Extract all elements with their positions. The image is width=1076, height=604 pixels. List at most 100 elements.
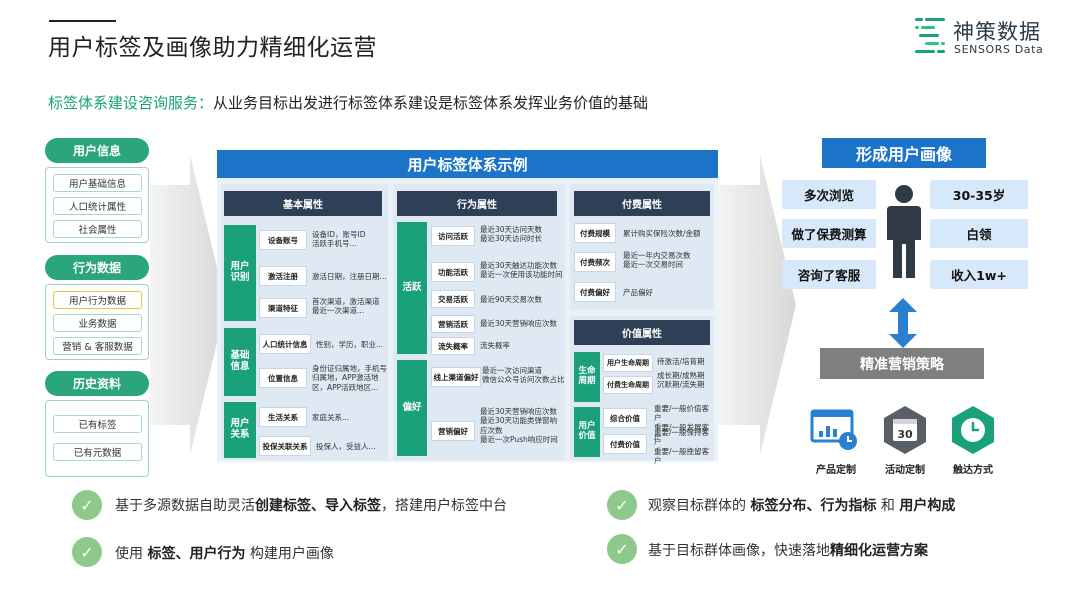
- tag-desc: 最近30天触达功能次数 最近一次使用该功能时间: [480, 261, 563, 280]
- tag-chip: 激活注册: [259, 266, 307, 286]
- tag-chip: 人口统计信息: [259, 334, 311, 354]
- tag-chip: 付费频次: [574, 252, 616, 272]
- attribute-tag: 收入1w+: [930, 260, 1028, 289]
- strategy-box: 精准营销策略: [820, 348, 984, 379]
- tag-system-title: 用户标签体系示例: [217, 150, 718, 178]
- source-item: 业务数据: [53, 314, 142, 332]
- tag-chip: 付费价值: [603, 434, 647, 454]
- attribute-tag: 30-35岁: [930, 180, 1028, 209]
- panel-behavior-title: 行为属性: [397, 191, 557, 216]
- panel-behavior: 行为属性 活跃 访问活跃 最近30天访问天数 最近30天访问时长 功能活跃 最近…: [393, 184, 565, 460]
- group-label: 用户 关系: [224, 402, 256, 458]
- flow-arrow-right: [716, 155, 796, 455]
- tag-desc: 重要/一般保持客户 重要/一般挽留客户: [654, 428, 710, 466]
- calendar-badge: 30: [897, 428, 913, 441]
- bullet-text: 观察目标群体的 标签分布、行为指标 和 用户构成: [648, 498, 956, 514]
- tag-chip: 设备账号: [259, 230, 307, 250]
- tag-chip: 生活关系: [259, 407, 307, 427]
- source-title-behavior: 行为数据: [45, 255, 149, 280]
- source-item: 用户行为数据: [53, 291, 142, 309]
- source-item: 已有标签: [53, 415, 142, 433]
- tag-desc: 重要/一般价值客户 重要/一般发展客户: [654, 404, 710, 442]
- source-item: 已有元数据: [53, 443, 142, 461]
- source-item: 人口统计属性: [53, 197, 142, 215]
- behavior-tag: 咨询了客服: [782, 260, 876, 289]
- check-icon: ✓: [72, 537, 102, 567]
- source-title-history: 历史资料: [45, 371, 149, 396]
- tag-desc: 最近30天营销响应次数 最近30天功能类弹窗响 应次数 最近一次Push响应时间: [480, 407, 558, 445]
- tag-chip: 交易活跃: [431, 290, 475, 308]
- tool-label: 产品定制: [816, 465, 856, 476]
- tag-desc: 身份证归属地，手机号 归属地，APP激活地 区，APP活跃地区...: [312, 364, 387, 392]
- tag-chip: 营销活跃: [431, 315, 475, 333]
- group-label: 偏好: [397, 360, 427, 456]
- group-label: 活跃: [397, 222, 427, 354]
- bullet-text: 基于目标群体画像，快速落地精细化运营方案: [648, 543, 928, 559]
- bullet-text: 基于多源数据自助灵活创建标签、导入标签，搭建用户标签中台: [115, 498, 507, 514]
- source-box-history: 已有标签 已有元数据: [45, 400, 149, 477]
- source-item: 营销 & 客服数据: [53, 337, 142, 355]
- group-label: 用户 价值: [574, 407, 600, 457]
- tag-desc: 最近30天访问天数 最近30天访问时长: [480, 225, 543, 244]
- sensors-logo-icon: [915, 18, 945, 53]
- bullet-text: 使用 标签、用户行为 构建用户画像: [115, 546, 334, 562]
- tag-chip: 付费偏好: [574, 282, 616, 302]
- tag-chip: 流失概率: [431, 337, 475, 355]
- behavior-tag: 多次浏览: [782, 180, 876, 209]
- tag-chip: 功能活跃: [431, 262, 475, 282]
- tag-chip: 访问活跃: [431, 226, 475, 246]
- tag-desc: 设备ID，账号ID 活跃手机号...: [312, 230, 366, 249]
- brand-logo: 神策数据 SENSORS Data: [913, 16, 1053, 60]
- check-icon: ✓: [607, 490, 637, 520]
- tag-desc: 激活日期，注册日期...: [312, 272, 387, 281]
- panel-basic-title: 基本属性: [224, 191, 382, 216]
- tag-desc: 投保人，受益人...: [316, 442, 376, 451]
- panel-basic: 基本属性 用户 识别 设备账号 设备ID，账号ID 活跃手机号... 激活注册 …: [221, 184, 388, 460]
- logo-text-cn: 神策数据: [953, 20, 1041, 44]
- source-box-behavior: 用户行为数据 业务数据 营销 & 客服数据: [45, 284, 149, 360]
- source-item: 社会属性: [53, 220, 142, 238]
- panel-payment: 付费属性 付费规模 累计购买保险次数/金额 付费频次 最近一年内交易次数 最近一…: [570, 184, 714, 310]
- subtitle: 标签体系建设咨询服务：从业务目标出发进行标签体系建设是标签体系发挥业务价值的基础: [48, 92, 648, 113]
- source-title-user-info: 用户信息: [45, 138, 149, 163]
- flow-arrow-left: [150, 155, 226, 455]
- tag-desc: 最近一次访问渠道 微信公众号访问次数占比: [482, 366, 565, 385]
- tag-desc: 累计购买保险次数/金额: [623, 229, 701, 238]
- tag-system-body: 基本属性 用户 识别 设备账号 设备ID，账号ID 活跃手机号... 激活注册 …: [217, 178, 718, 465]
- tool-label: 触达方式: [953, 465, 993, 476]
- tag-chip: 付费规模: [574, 223, 616, 243]
- logo-text-en: SENSORS Data: [954, 43, 1044, 56]
- source-item: 用户基础信息: [53, 174, 142, 192]
- panel-value: 价值属性 生命 周期 用户生命周期 待激活/培育期 付费生命周期 成长期/成熟期…: [570, 316, 714, 465]
- portrait-title: 形成用户画像: [822, 138, 986, 168]
- tag-chip: 投保关联关系: [259, 436, 311, 456]
- check-icon: ✓: [72, 490, 102, 520]
- group-label: 生命 周期: [574, 352, 600, 402]
- tag-chip: 位置信息: [259, 368, 307, 388]
- tool-label: 活动定制: [885, 465, 925, 476]
- tag-desc: 产品偏好: [623, 288, 653, 297]
- clock-icon: [952, 406, 994, 454]
- tag-chip: 营销偏好: [431, 421, 475, 441]
- tag-desc: 最近30天营销响应次数: [480, 319, 558, 328]
- attribute-tag: 白领: [930, 219, 1028, 248]
- check-icon: ✓: [607, 534, 637, 564]
- group-label: 基础 信息: [224, 328, 256, 396]
- source-box-user-info: 用户基础信息 人口统计属性 社会属性: [45, 167, 149, 243]
- tag-desc: 流失概率: [480, 341, 510, 350]
- tag-chip: 付费生命周期: [603, 376, 653, 394]
- tag-chip: 综合价值: [603, 408, 647, 428]
- person-icon: [887, 185, 921, 278]
- tag-desc: 成长期/成熟期 沉默期/流失期: [657, 371, 705, 390]
- panel-payment-title: 付费属性: [574, 191, 710, 216]
- title-rule: [49, 20, 116, 22]
- tag-chip: 渠道特征: [259, 298, 307, 318]
- panel-value-title: 价值属性: [574, 320, 710, 345]
- subtitle-highlight: 标签体系建设咨询服务：: [48, 94, 214, 112]
- tag-desc: 性别，学历，职业...: [316, 340, 384, 349]
- chart-monitor-icon: [810, 409, 857, 450]
- tag-desc: 最近90天交易次数: [480, 295, 543, 304]
- tag-chip: 线上渠道偏好: [431, 367, 481, 387]
- page-title: 用户标签及画像助力精细化运营: [48, 35, 377, 61]
- tag-desc: 最近一年内交易次数 最近一次交易时间: [623, 251, 691, 270]
